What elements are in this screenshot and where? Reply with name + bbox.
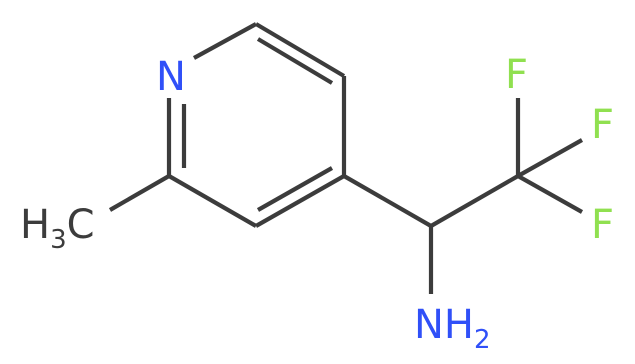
ring-nitrogen-label: N: [156, 54, 186, 100]
bond-cf3-f-right: [516, 138, 584, 178]
methyl-h: H: [20, 202, 50, 248]
bond-c-top-c-right: [254, 22, 346, 78]
methyl-label: H3C: [20, 202, 95, 255]
bond-c-top-c-right-inner: [256, 37, 334, 85]
bonds: [108, 22, 584, 294]
bond-n-c-top: [192, 22, 258, 60]
methyl-subscript: 3: [50, 225, 67, 255]
atom-labels: N H3C F F F NH2: [20, 52, 614, 355]
bond-cf3-f-bottom: [516, 174, 584, 214]
fluorine-right-label: F: [591, 102, 614, 148]
amine-nh: NH: [414, 302, 474, 348]
bond-c4-chiral: [342, 174, 433, 228]
bond-c4-c-bottom: [254, 174, 346, 228]
bond-c2-methyl: [108, 174, 171, 212]
bond-chiral-cf3: [429, 174, 520, 228]
fluorine-bottom-label: F: [591, 202, 614, 248]
bond-c-bottom-c2: [167, 174, 258, 228]
amine-label: NH2: [414, 302, 491, 355]
amine-subscript: 2: [474, 325, 491, 355]
fluorine-top-label: F: [505, 52, 528, 98]
methyl-c: C: [67, 202, 95, 248]
bond-c4-c-bottom-inner: [256, 166, 334, 212]
